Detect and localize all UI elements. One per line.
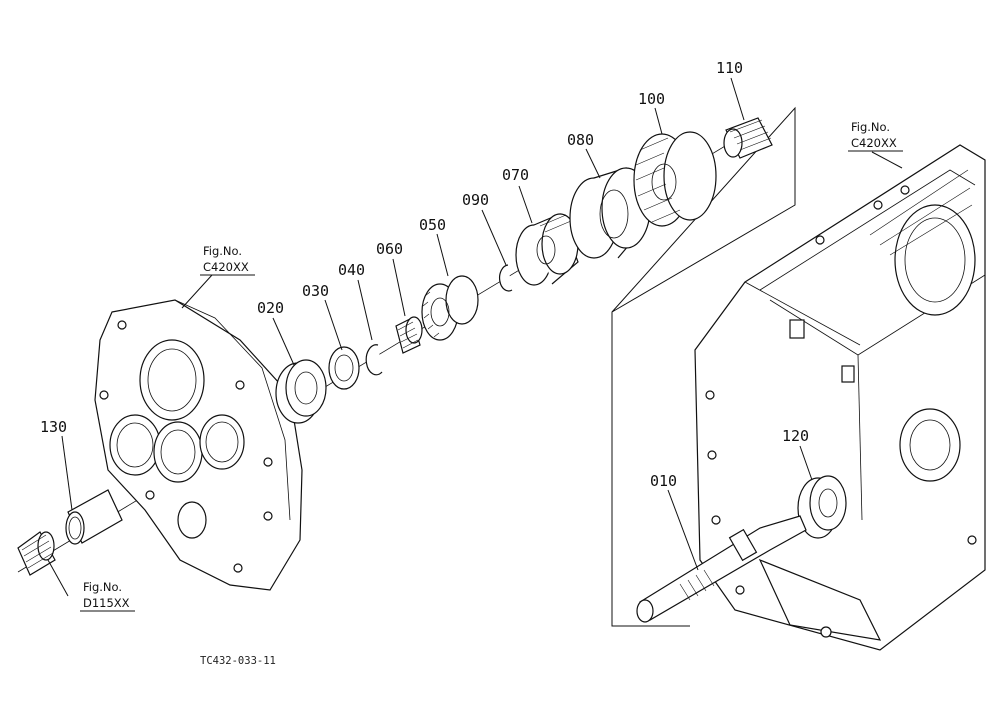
part-010-shaft: [636, 515, 807, 623]
part-040-snap-ring: [365, 344, 383, 376]
label-100: 100: [638, 90, 665, 108]
part-110-needle-bearing: [723, 117, 773, 159]
part-030-washer: [328, 346, 360, 390]
part-labels: 130 020 030 040 060 050 090 070 080 100 …: [40, 59, 809, 490]
label-080: 080: [567, 131, 594, 149]
part-100-gear: [633, 131, 717, 227]
fig-ref-right-title: Fig.No.: [851, 120, 890, 134]
figure-ref-left: Fig.No. C420XX: [200, 244, 255, 276]
part-130-bush: [65, 489, 123, 545]
fig-ref-right-number: C420XX: [851, 136, 897, 150]
label-060: 060: [376, 240, 403, 258]
part-080-collar: [569, 167, 651, 259]
label-120: 120: [782, 427, 809, 445]
part-120-bearing: [797, 475, 847, 539]
part-050-gear: [421, 275, 479, 341]
label-110: 110: [716, 59, 743, 77]
fig-ref-bottom-title: Fig.No.: [83, 580, 122, 594]
transmission-case: [694, 144, 986, 651]
label-130: 130: [40, 418, 67, 436]
figure-ref-right: Fig.No. C420XX: [848, 120, 903, 152]
label-020: 020: [257, 299, 284, 317]
front-cover-housing: [94, 299, 303, 591]
fig-ref-left-title: Fig.No.: [203, 244, 242, 258]
label-010: 010: [650, 472, 677, 490]
figure-ref-bottom: Fig.No. D115XX: [80, 580, 135, 612]
fig-ref-left-number: C420XX: [203, 260, 249, 274]
part-090-snap-ring: [499, 264, 513, 292]
splined-shaft-end: [17, 531, 56, 576]
part-070-synchronizer: [515, 213, 579, 286]
label-050: 050: [419, 216, 446, 234]
fig-ref-bottom-number: D115XX: [83, 596, 130, 610]
part-020-bearing: [275, 359, 327, 424]
label-030: 030: [302, 282, 329, 300]
label-090: 090: [462, 191, 489, 209]
label-040: 040: [338, 261, 365, 279]
drawing-code: TC432-033-11: [200, 655, 276, 667]
leader-lines: [47, 77, 903, 597]
label-070: 070: [502, 166, 529, 184]
part-060-needle-bearing: [395, 316, 423, 354]
